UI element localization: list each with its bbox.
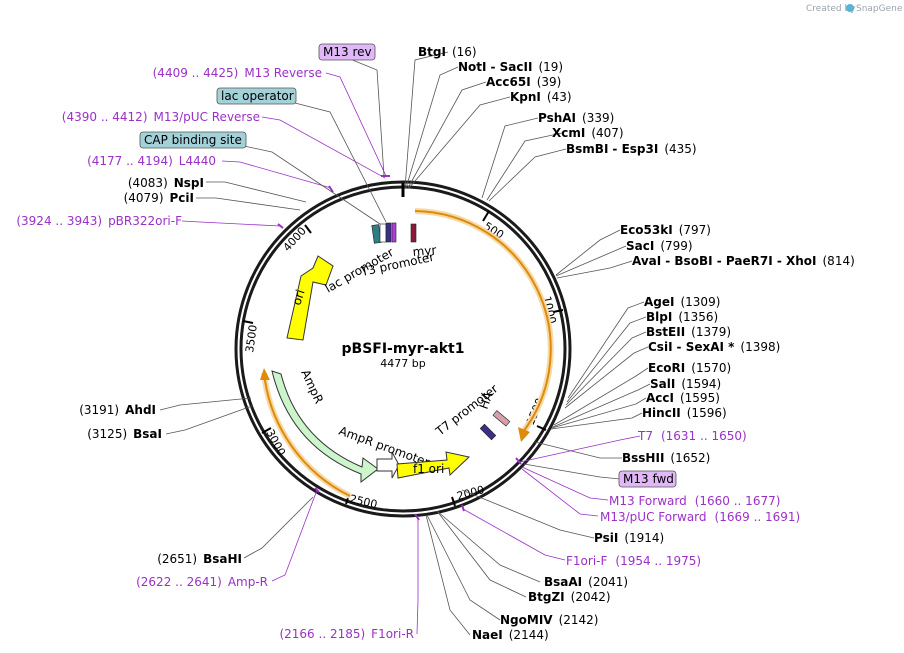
site-btgzi: BtgZI(2042) [528,590,611,604]
snapgene-logo-icon [846,4,854,12]
f1-ori-label: f1 ori [413,462,444,476]
site-nspi: (4083)NspI [128,176,204,190]
site-kpni: KpnI(43) [510,90,572,104]
lac-operator-label: lac operator [221,89,294,103]
primer-m13-puc-reverse: (4390 .. 4412)M13/pUC Reverse [62,110,260,124]
site-blpi: BlpI(1356) [646,310,718,324]
site-noti: NotI- SacII(19) [458,60,563,74]
watermark-brand: SnapGene [856,4,903,14]
site-ngomiv: NgoMIV(2142) [500,613,598,627]
primer-f1ori-f: F1ori-F(1954 .. 1975) [566,554,701,568]
primer-m13-puc-forward: M13/pUC Forward(1669 .. 1691) [600,510,800,524]
site-avai: AvaI- BsoBI - PaeR7I - XhoI(814) [632,254,855,268]
site-hincii: HincII(1596) [642,406,727,420]
orf-arrowhead [260,368,270,380]
site-bsai: (3125)BsaI [87,427,162,441]
primer-pbr322ori-f: (3924 .. 3943)pBR322ori-F [16,214,182,228]
cap-site-feature [379,223,387,243]
myr-feature [410,223,417,243]
boxed-labels: M13 rev lac operator CAP binding site M1… [139,43,677,488]
ori-label: ori [290,288,308,307]
t3-promoter-feature [385,222,392,243]
m13-rev-label: M13 rev [323,45,372,59]
site-eco53ki: Eco53kI(797) [620,223,711,237]
orf-arrowhead [518,427,530,442]
primer-l4440: (4177 .. 4194)L4440 [87,154,216,168]
site-bsahi: (2651)BsaHI [157,552,242,566]
site-acci: AccI(1595) [646,391,720,405]
ha-label: HA [477,389,496,411]
tick-label: 3500 [243,324,260,354]
primer-f1ori-r: (2166 .. 2185)F1ori-R [279,627,414,641]
backbone-outer [234,180,572,518]
site-saci: SacI(799) [626,239,693,253]
ha-feature [492,410,511,427]
plasmid-length: 4477 bp [380,357,425,370]
site-bsteii: BstEII(1379) [646,325,731,339]
orf-arc-ampr [263,372,351,497]
site-acc65i: Acc65I(39) [486,75,561,89]
orf-arc-akt1 [414,210,552,433]
site-agei: AgeI(1309) [644,295,720,309]
site-csii: CsiI- SexAI *(1398) [648,340,780,354]
ori-feature [286,255,334,341]
watermark-prefix: Created by [806,4,856,14]
tick-label: 2000 [455,483,485,503]
site-labels: BtgI(16) NotI- SacII(19) Acc65I(39) KpnI… [79,45,855,642]
site-xcmi: XcmI(407) [552,126,624,140]
site-btgi: BtgI(16) [418,45,477,59]
ampr-promoter-feature [376,451,400,479]
primer-labels: (4409 .. 4425)M13 Reverse (4390 .. 4412)… [16,66,800,641]
m13-rev-box [318,43,376,61]
plasmid-name: pBSFI-myr-akt1 [342,341,465,357]
primer-t7: T7(1631 .. 1650) [637,429,747,443]
site-sali: SalI(1594) [650,377,721,391]
m13-fwd-label: M13 fwd [623,472,674,486]
site-leader-lines [159,51,651,636]
t3-promoter-label: T3 promoter [359,250,436,279]
site-ahdi: (3191)AhdI [79,403,156,417]
site-naei: NaeI(2144) [472,628,549,642]
site-pcii: (4079)PciI [124,191,194,205]
m13-fwd-box [618,470,677,488]
ampr-label: AmpR [298,367,326,405]
cap-site-box [139,131,247,149]
tick-marks [242,210,564,507]
lac-operator-feature [391,222,397,243]
site-ecori: EcoRI(1570) [648,361,731,375]
box-leader-lines [243,58,621,480]
snapgene-watermark: Created by SnapGene [806,4,903,14]
site-bsshii: BssHII(1652) [622,451,710,465]
f1-ori-feature [396,451,471,479]
cap-site-label: CAP binding site [144,133,242,147]
lac-operator-box [216,87,297,105]
primer-m13-forward: M13 Forward(1660 .. 1677) [609,494,780,508]
site-bsmbi: BsmBI- Esp3I(435) [566,142,697,156]
t7-promoter-feature [479,423,497,441]
myr-label: myr [412,243,437,259]
primer-amp-r: (2622 .. 2641)Amp-R [136,575,268,589]
site-psii: PsiI(1914) [594,531,664,545]
tick-label: 2500 [348,492,378,511]
site-bsaai: BsaAI(2041) [544,575,628,589]
ampr-feature [271,370,379,484]
site-pshai: PshAI(339) [538,111,614,125]
primer-m13-reverse: (4409 .. 4425)M13 Reverse [153,66,322,80]
primer-leader-lines [181,72,641,635]
